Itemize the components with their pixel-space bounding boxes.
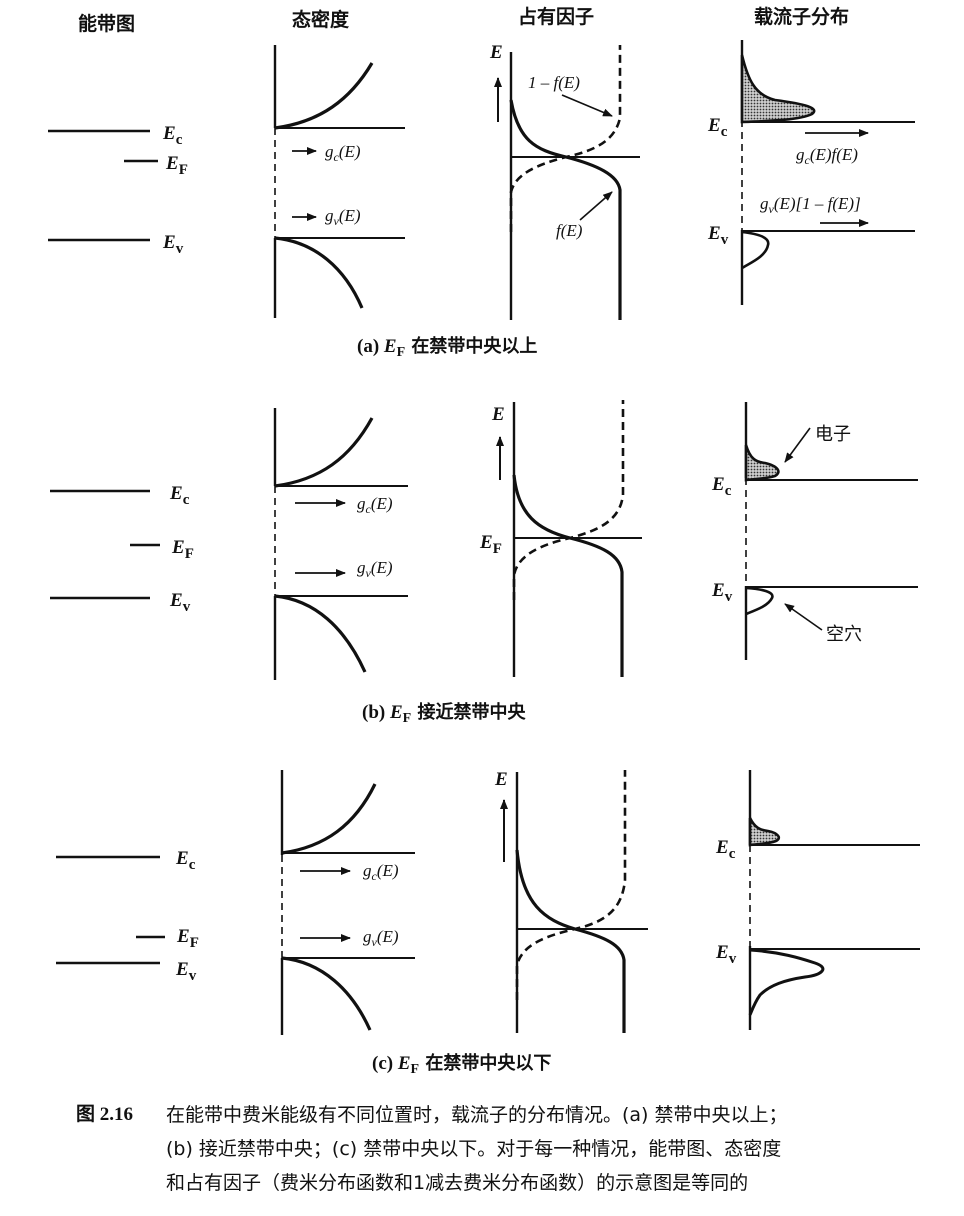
- EF-label-c: EF: [176, 926, 199, 951]
- Ec-carrier-label-a: Ec: [707, 115, 728, 140]
- caption-line-3: 和占有因子（费米分布函数和1减去费米分布函数）的示意图是等同的: [166, 1172, 749, 1194]
- Ev-label-a: Ev: [162, 232, 184, 257]
- E-axis-label-c: E: [494, 769, 508, 790]
- E-axis-label-a: E: [489, 42, 503, 63]
- caption-line-1: 在能带中费米能级有不同位置时，载流子的分布情况。(a) 禁带中央以上；: [166, 1104, 788, 1126]
- carrier-plot-a: [740, 40, 915, 305]
- EF-label-b: EF: [171, 537, 194, 562]
- hole-label: 空穴: [826, 624, 862, 645]
- gv-label-c: gv(E): [363, 927, 399, 949]
- header-band-diagram: 能带图: [78, 12, 135, 35]
- subcaption-b: (b) EF 接近禁带中央: [362, 701, 527, 726]
- Ec-label-b: Ec: [169, 483, 190, 508]
- electron-label: 电子: [815, 424, 851, 445]
- dos-plot-a: [273, 45, 405, 318]
- header-occupancy-factor: 占有因子: [518, 5, 594, 28]
- gv-label-b: gv(E): [357, 558, 393, 580]
- subcaption-c: (c) EF 在禁带中央以下: [372, 1052, 551, 1077]
- Ec-label-c: Ec: [175, 848, 196, 873]
- E-axis-label-b: E: [491, 404, 505, 425]
- gc-label-b: gc(E): [357, 494, 393, 516]
- subcaption-a: (a) EF 在禁带中央以上: [357, 335, 537, 360]
- header-carrier-distribution: 载流子分布: [754, 5, 849, 28]
- figure-number: 图 2.16: [76, 1104, 134, 1125]
- Ev-label-b: Ev: [169, 590, 191, 615]
- f-label-a: f(E): [556, 221, 583, 240]
- Ev-label-c: Ev: [175, 959, 197, 984]
- Ev-carrier-label-a: Ev: [707, 223, 729, 248]
- occupancy-plot-a: [494, 45, 640, 320]
- dos-plot-b: [273, 408, 408, 680]
- caption-line-2: (b) 接近禁带中央；(c) 禁带中央以下。对于每一种情况，能带图、态密度: [166, 1138, 782, 1160]
- EF-occ-label-b: EF: [479, 532, 502, 557]
- row-a: Ec EF Ev gc(E) gv(E) E: [48, 40, 915, 360]
- Ec-carrier-label-c: Ec: [715, 837, 736, 862]
- gv-label-a: gv(E): [325, 206, 361, 228]
- gc-f-label-a: gc(E)f(E): [796, 145, 858, 167]
- Ev-carrier-label-b: Ev: [711, 580, 733, 605]
- gc-label-a: gc(E): [325, 142, 361, 164]
- occupancy-plot-b: [496, 400, 642, 677]
- one-minus-f-label-a: 1 – f(E): [528, 73, 580, 92]
- dos-plot-c: [280, 770, 415, 1035]
- EF-label-a: EF: [165, 153, 188, 178]
- occupancy-plot-c: [500, 770, 648, 1033]
- carrier-plot-b: [744, 402, 918, 660]
- gv-1mf-label-a: gv(E)[1 – f(E)]: [760, 194, 861, 216]
- carrier-plot-c: [748, 770, 920, 1030]
- Ec-carrier-label-b: Ec: [711, 474, 732, 499]
- Ev-carrier-label-c: Ev: [715, 942, 737, 967]
- row-c: Ec EF Ev gc(E) gv(E) E: [56, 769, 920, 1077]
- header-density-of-states: 态密度: [292, 8, 350, 31]
- row-b: Ec EF Ev gc(E) gv(E) E EF: [50, 400, 918, 726]
- gc-label-c: gc(E): [363, 861, 399, 883]
- Ec-label-a: Ec: [162, 123, 183, 148]
